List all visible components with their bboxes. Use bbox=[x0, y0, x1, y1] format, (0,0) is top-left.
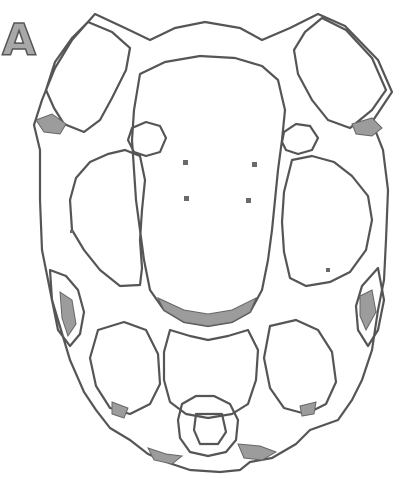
left-upper-lobe bbox=[46, 22, 130, 132]
center-dot-3 bbox=[184, 196, 189, 201]
left-upper-shade bbox=[36, 114, 66, 134]
right-lower-shade bbox=[300, 402, 316, 416]
right-flank-shade bbox=[360, 290, 376, 330]
lower-midline-channel bbox=[164, 330, 258, 418]
left-small-foramen bbox=[128, 122, 166, 156]
lower-left-lobe bbox=[90, 322, 160, 414]
center-dot-2 bbox=[252, 162, 257, 167]
right-orbit bbox=[282, 156, 372, 286]
left-lower-shade bbox=[112, 402, 128, 418]
left-flank-shade bbox=[60, 292, 76, 336]
central-cranium bbox=[132, 56, 285, 326]
panel-label: A bbox=[2, 15, 36, 66]
center-dot-4 bbox=[246, 198, 251, 203]
center-dot-1 bbox=[183, 160, 188, 165]
skull-outer-contour bbox=[34, 14, 392, 472]
right-small-foramen bbox=[282, 124, 318, 154]
occipital-region bbox=[178, 396, 238, 456]
bottom-left-shade bbox=[148, 448, 182, 464]
lower-right-lobe bbox=[264, 320, 336, 414]
right-upper-lobe bbox=[294, 18, 386, 128]
center-bar-shade bbox=[158, 298, 256, 326]
right-orbit-dot bbox=[326, 268, 330, 272]
left-orbit-dot bbox=[70, 230, 73, 233]
